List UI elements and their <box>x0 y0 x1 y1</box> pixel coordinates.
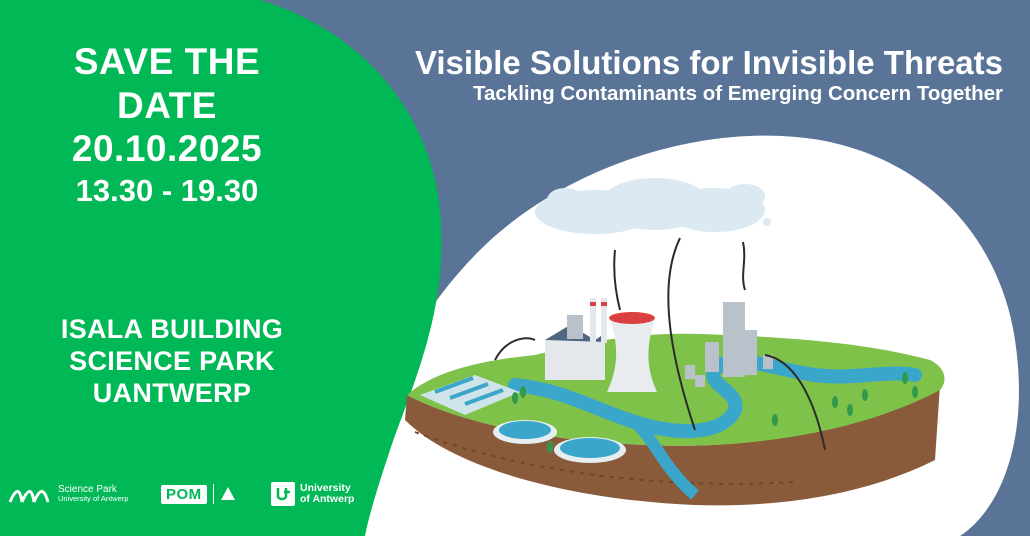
save-line-1: SAVE THE <box>73 41 261 82</box>
factory <box>545 298 607 380</box>
rectangular-basins <box>420 375 520 415</box>
science-park-icon <box>8 490 50 503</box>
science-park-logo: Science Park University of Antwerp <box>8 484 128 504</box>
cloud <box>535 178 771 234</box>
pom-logo: POM <box>161 484 236 504</box>
venue-line-1: ISALA BUILDING <box>60 314 284 344</box>
venue-line-2: SCIENCE PARK <box>69 345 275 376</box>
soil-base <box>405 385 940 506</box>
headline-title: Visible Solutions for Invisible Threats <box>414 44 1003 81</box>
science-park-name: Science Park <box>58 483 117 495</box>
pom-wordmark: POM <box>161 484 207 504</box>
river <box>508 354 922 439</box>
science-park-sub: University of Antwerp <box>58 494 129 504</box>
uantwerp-icon <box>271 482 295 506</box>
headline-subtitle: Tackling Contaminants of Emerging Concer… <box>472 82 1003 105</box>
venue-line-3: UANTWERP <box>92 377 252 408</box>
round-clarifiers <box>493 420 626 463</box>
grass-platform <box>407 333 945 446</box>
save-line-2: DATE <box>117 84 217 126</box>
venue-block: ISALA BUILDING SCIENCE PARK UANTWERP <box>12 314 332 410</box>
uantwerp-line-2: of Antwerp <box>300 493 355 505</box>
cooling-tower <box>607 318 657 392</box>
city-buildings <box>685 302 773 387</box>
triangle-icon <box>220 487 235 500</box>
flow-arrows <box>494 237 826 451</box>
uantwerp-logo: University of Antwerp <box>271 482 354 506</box>
save-the-date-block: SAVE THE DATE 20.10.2025 13.30 - 19.30 <box>12 40 322 210</box>
trees <box>512 372 918 453</box>
event-date: 20.10.2025 <box>71 128 263 170</box>
event-time: 13.30 - 19.30 <box>75 172 259 208</box>
uantwerp-line-1: University <box>300 481 351 494</box>
green-blob <box>0 0 442 536</box>
partner-logos: Science Park University of Antwerp POM U… <box>8 478 378 518</box>
water-treatment-illustration <box>405 178 945 506</box>
